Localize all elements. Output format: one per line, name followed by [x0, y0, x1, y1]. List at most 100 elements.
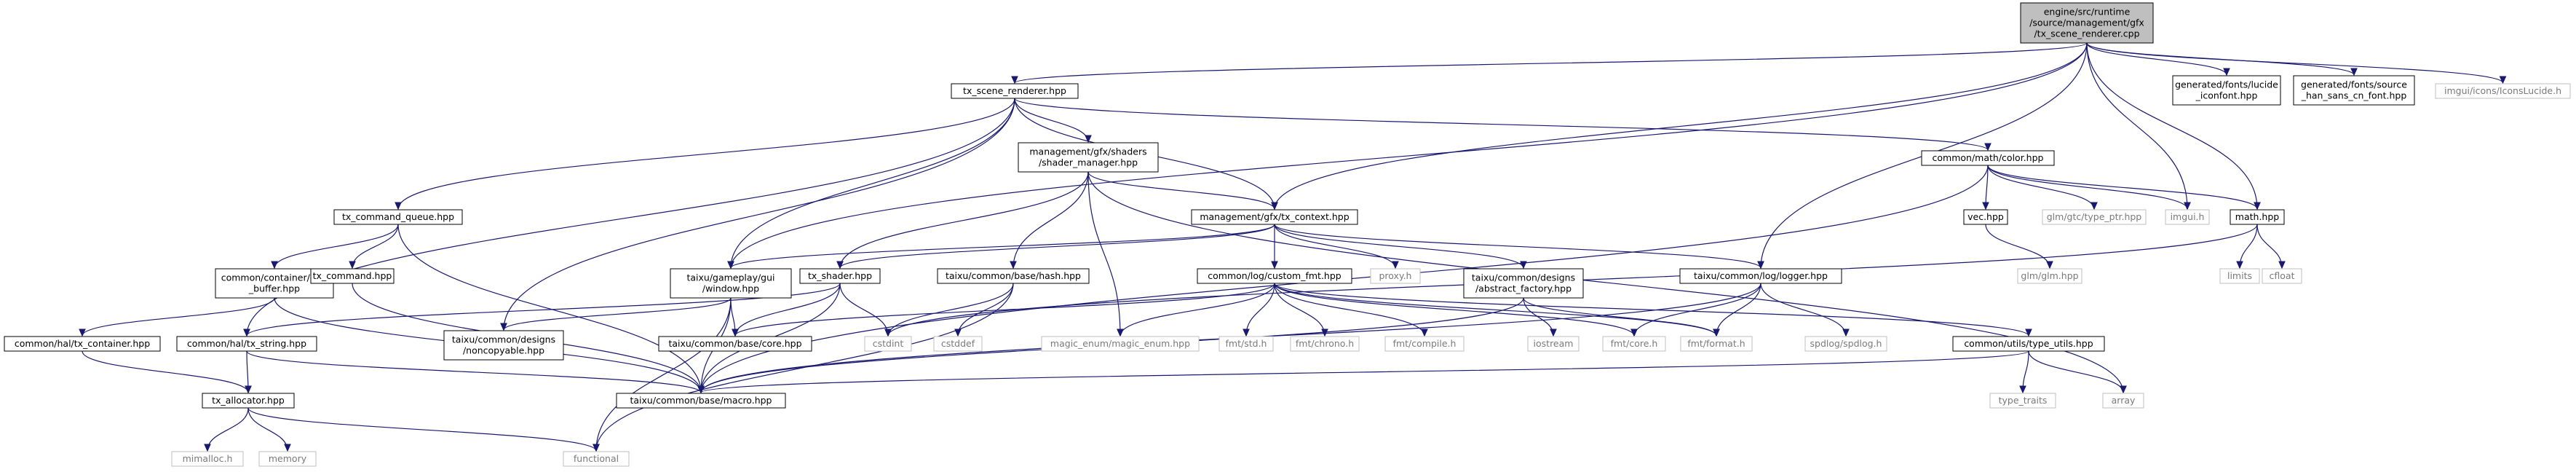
node-cstdint: cstdint	[864, 336, 912, 352]
node-label-line: fmt/core.h	[1611, 338, 1658, 349]
node-box	[202, 393, 295, 409]
edge-tx_context-to-abstract_factory	[1274, 224, 1523, 268]
node-txsr[interactable]: tx_scene_renderer.hpp	[951, 83, 1079, 99]
edge-custom_fmt-to-fmt_chrono	[1274, 283, 1325, 336]
node-label-line: taixu/common/base/core.hpp	[668, 338, 801, 349]
node-box	[670, 268, 792, 299]
node-shader_mgr[interactable]: management/gfx/shaders/shader_manager.hp…	[1018, 142, 1159, 173]
node-label-line: _iconfont.hpp	[2195, 90, 2258, 101]
node-label-line: taixu/gameplay/gui	[686, 272, 774, 283]
node-label-line: cstdint	[873, 338, 904, 349]
node-label-line: taixu/common/designs	[452, 334, 555, 345]
node-hash[interactable]: taixu/common/base/hash.hpp	[937, 268, 1090, 284]
edge-custom_fmt-to-type_utils	[1274, 283, 2029, 336]
edge-custom_fmt-to-fmt_std	[1246, 283, 1275, 336]
node-type_utils[interactable]: common/utils/type_utils.hpp	[1952, 336, 2105, 352]
edge-tx_shader-to-tx_string	[247, 283, 841, 336]
node-tx_string[interactable]: common/hal/tx_string.hpp	[176, 336, 317, 352]
node-box	[2262, 268, 2302, 284]
edge-txsr-to-noncopyable	[504, 98, 1015, 330]
node-macro[interactable]: taixu/common/base/macro.hpp	[616, 393, 786, 409]
node-root[interactable]: engine/src/runtime/source/management/gfx…	[2020, 2, 2154, 44]
edge-gui_window-to-noncopyable	[504, 297, 732, 330]
node-noncopyable[interactable]: taixu/common/designs/noncopyable.hpp	[443, 330, 564, 361]
edge-type_utils-to-type_traits	[2023, 350, 2029, 393]
node-label-line: magic_enum/magic_enum.hpp	[1050, 338, 1190, 349]
node-label-line: array	[2112, 395, 2136, 406]
node-math[interactable]: math.hpp	[2230, 209, 2285, 225]
node-fmt_core: fmt/core.h	[1602, 336, 1666, 352]
node-core[interactable]: taixu/common/base/core.hpp	[658, 336, 812, 352]
node-label-line: common/utils/type_utils.hpp	[1964, 338, 2093, 349]
node-box	[933, 336, 983, 352]
node-abstract_factory[interactable]: taixu/common/designs/abstract_factory.hp…	[1463, 268, 1584, 299]
node-gui_window[interactable]: taixu/gameplay/gui/window.hpp	[670, 268, 792, 299]
edge-root-to-gui_window	[731, 42, 2088, 268]
edge-tx_allocator-to-mimalloc	[207, 407, 249, 451]
node-cfloat: cfloat	[2262, 268, 2302, 284]
node-color[interactable]: common/math/color.hpp	[1921, 150, 2055, 166]
node-functional: functional	[563, 451, 630, 467]
node-box	[563, 451, 630, 467]
node-label-line: engine/src/runtime	[2044, 7, 2131, 17]
edge-logger-to-fmt_core	[1634, 283, 1761, 336]
node-vec[interactable]: vec.hpp	[1963, 209, 2008, 225]
node-box	[864, 336, 912, 352]
edge-abstract_factory-to-iostream	[1523, 297, 1553, 336]
node-tx_container[interactable]: common/hal/tx_container.hpp	[4, 336, 161, 352]
node-box	[1290, 336, 1360, 352]
node-box	[2102, 393, 2144, 409]
node-box	[2219, 268, 2260, 284]
node-label-line: tx_allocator.hpp	[212, 395, 285, 406]
node-tx_allocator[interactable]: tx_allocator.hpp	[202, 393, 295, 409]
node-box	[1602, 336, 1666, 352]
node-box	[176, 336, 317, 352]
node-box	[443, 330, 564, 361]
edge-txsr-to-shader_mgr	[1014, 98, 1088, 142]
node-logger[interactable]: taixu/common/log/logger.hpp	[1679, 268, 1842, 284]
node-array: array	[2102, 393, 2144, 409]
edge-color-to-math	[1987, 165, 2257, 209]
node-spdlog: spdlog/spdlog.h	[1804, 336, 1887, 352]
node-han_font[interactable]: generated/fonts/source_han_sans_cn_font.…	[2293, 75, 2415, 106]
edge-tx_context-to-tx_shader	[840, 224, 1275, 268]
edge-ring_buffer-to-tx_container	[82, 297, 275, 336]
node-label-line: _han_sans_cn_font.hpp	[2301, 90, 2407, 101]
node-type_ptr: glm/gtc/type_ptr.hpp	[2042, 209, 2147, 225]
node-custom_fmt[interactable]: common/log/custom_fmt.hpp	[1197, 268, 1352, 284]
node-box	[1680, 336, 1753, 352]
node-label-line: spdlog/spdlog.h	[1810, 338, 1882, 349]
node-cmd_queue[interactable]: tx_command_queue.hpp	[333, 209, 463, 225]
edge-txsr-to-gui_window	[731, 98, 1015, 268]
edge-hash-to-cstdint	[888, 283, 1014, 336]
node-lucide_font[interactable]: generated/fonts/lucide_iconfont.hpp	[2172, 75, 2281, 106]
node-box	[2165, 209, 2210, 225]
node-label-line: management/gfx/shaders	[1029, 146, 1146, 157]
edge-custom_fmt-to-magic_enum	[1120, 283, 1275, 336]
node-tx_command[interactable]: tx_command.hpp	[310, 268, 395, 284]
node-cstddef: cstddef	[933, 336, 983, 352]
node-fmt_format: fmt/format.h	[1680, 336, 1753, 352]
edge-shader_mgr-to-tx_shader	[840, 171, 1089, 268]
node-label-line: /shader_manager.hpp	[1039, 157, 1138, 168]
node-box	[258, 451, 317, 467]
node-label-line: taixu/common/log/logger.hpp	[1694, 270, 1828, 281]
edge-cmd_queue-to-tx_command	[352, 224, 399, 268]
node-label-line: glm/gtc/type_ptr.hpp	[2047, 211, 2142, 222]
node-box	[1018, 142, 1159, 173]
edge-tx_string-to-tx_allocator	[247, 350, 248, 393]
edge-root-to-imgui	[2086, 42, 2187, 209]
edge-type_utils-to-array	[2028, 350, 2123, 393]
node-tx_context[interactable]: management/gfx/tx_context.hpp	[1191, 209, 1358, 225]
node-label-line: taixu/common/base/macro.hpp	[630, 395, 772, 406]
edge-hash-to-cstddef	[958, 283, 1014, 336]
node-fmt_compile: fmt/compile.h	[1384, 336, 1465, 352]
node-label-line: common/hal/tx_container.hpp	[15, 338, 150, 349]
node-tx_shader[interactable]: tx_shader.hpp	[799, 268, 881, 284]
node-box	[1989, 393, 2056, 409]
node-label-line: limits	[2227, 270, 2252, 281]
node-label-line: tx_shader.hpp	[808, 270, 872, 281]
node-box	[2293, 75, 2415, 106]
node-label-line: vec.hpp	[1967, 211, 2004, 222]
